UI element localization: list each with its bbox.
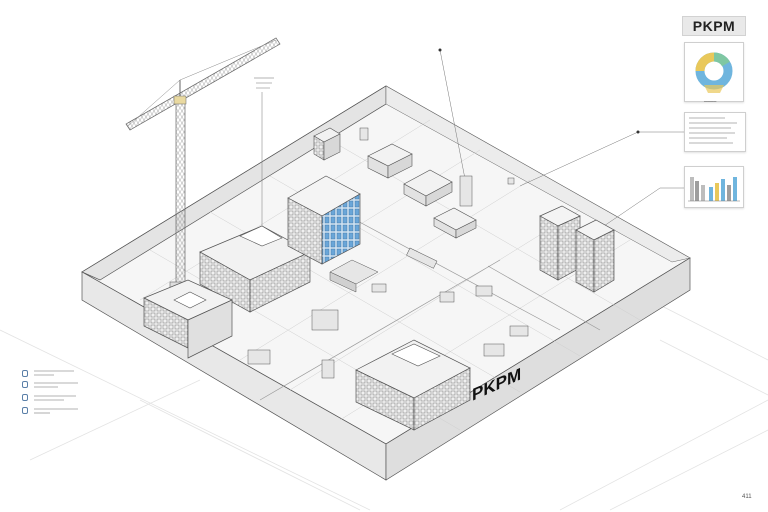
- site-objects: [247, 127, 529, 379]
- donut-chart-icon: [695, 52, 733, 93]
- legend-icon: [22, 407, 28, 414]
- brand-logo: PKPM: [682, 16, 746, 36]
- bar-chart-panel: [684, 166, 744, 208]
- annotation-label-lines: [254, 77, 274, 89]
- building-right-towers: [539, 205, 615, 293]
- perimeter-wall-right-back: [385, 85, 691, 263]
- donut-chart-panel: [684, 42, 744, 102]
- corner-label: 411: [742, 494, 752, 500]
- info-text-panel: [684, 112, 746, 152]
- building-blue-glass: [287, 175, 361, 265]
- annotation-leaders: [261, 49, 684, 232]
- street-lines: [0, 299, 768, 511]
- legend-icon: [22, 370, 28, 377]
- annotation-dot: [636, 130, 640, 134]
- bar-chart-icon: [688, 177, 740, 202]
- building-front-center: [355, 339, 471, 431]
- building-back-group: [313, 127, 477, 239]
- building-front-left: [143, 279, 233, 359]
- info-text-lines: [689, 117, 737, 144]
- donut-caption-text: ▁▁▁▁: [704, 97, 717, 102]
- legend-icon: [22, 394, 28, 401]
- building-left-block: [199, 225, 311, 313]
- legend-text-lines: [34, 370, 78, 414]
- perimeter-wall-right-front: [385, 257, 691, 481]
- annotation-dot: [438, 48, 442, 52]
- legend-icon: [22, 381, 28, 388]
